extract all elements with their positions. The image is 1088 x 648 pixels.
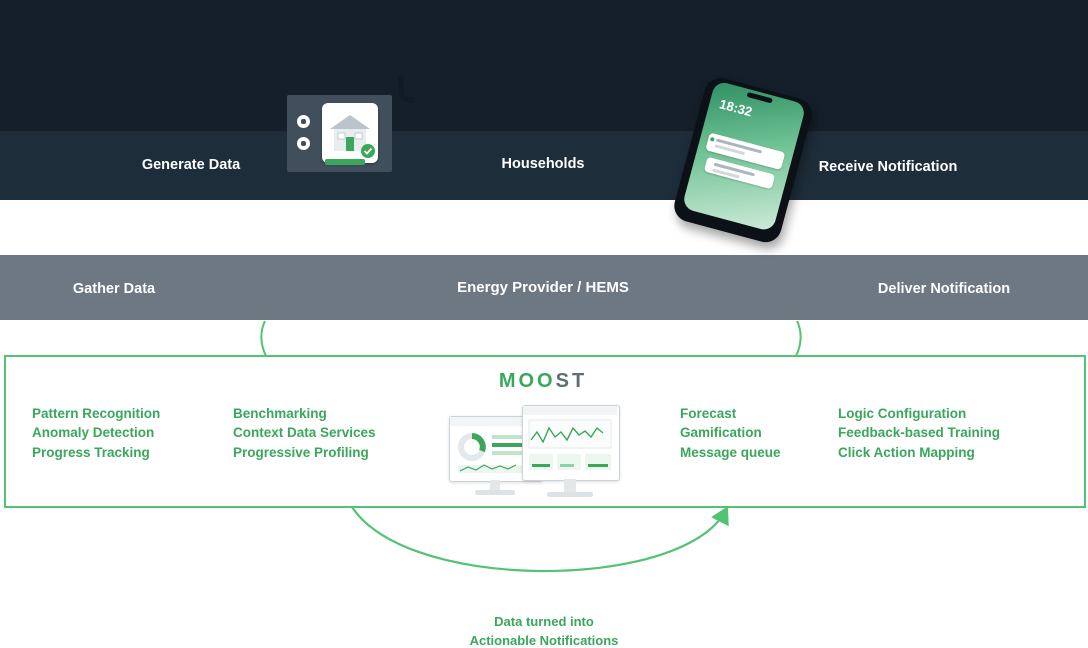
platform-box [4,355,1086,508]
right-connector-line [795,321,802,357]
phone-notch [746,91,773,104]
house-illustration-icon [330,115,375,158]
feature-column-1: Pattern Recognition Anomaly Detection Pr… [32,404,160,462]
households-band [0,131,1088,200]
deliver-notification-label: Deliver Notification [877,281,1011,297]
loop-caption: Data turned into Actionable Notification… [0,612,1088,648]
feature-item: Forecast [680,406,737,421]
monitor-stand [547,492,593,497]
dashboard-monitor-right [522,405,620,481]
receive-notification-label: Receive Notification [818,159,958,175]
left-connector-line [260,321,267,357]
feature-column-3: Forecast Gamification Message queue [680,404,781,462]
phone-screen: 18:32 [681,80,807,233]
feature-item: Progress Tracking [32,444,150,460]
feature-item: Anomaly Detection [32,425,155,441]
device-dot-icon [297,115,310,128]
feature-item: Gamification [680,425,762,441]
logo-letter: O [537,370,556,392]
monitor-stand [564,479,576,492]
feedback-loop-arrow [347,499,729,573]
top-background [0,0,1088,131]
logo-letter: T [571,370,588,392]
notification-dot-icon [709,136,715,142]
house-card-icon [322,103,378,163]
feature-item: Benchmarking [233,406,327,421]
feature-item: Logic Configuration [838,406,967,421]
feature-item: Message queue [680,444,781,460]
dashboard-chart-donut [450,417,540,473]
cursor-icon [398,76,416,103]
feature-item: Click Action Mapping [838,444,975,460]
logo-letter: S [555,370,572,392]
households-label: Households [501,156,585,172]
feature-column-4: Logic Configuration Feedback-based Train… [838,404,1000,462]
feature-item: Feedback-based Training [838,425,1001,441]
loop-caption-line1: Data turned into [494,614,594,629]
moost-logo: MOOST [499,370,587,393]
dashboard-chart-line [523,406,617,470]
logo-letter: M [498,370,519,392]
feature-column-2: Benchmarking Context Data Services Progr… [233,404,376,462]
monitor-stand [475,490,515,495]
feature-item: Progressive Profiling [233,444,369,460]
energy-provider-label: Energy Provider / HEMS [457,279,629,296]
phone-time: 18:32 [717,96,754,120]
house-green-bar [325,159,365,165]
provider-band [0,255,1088,320]
smart-home-icon [287,95,392,172]
feature-item: Context Data Services [233,425,376,441]
loop-caption-line2: Actionable Notifications [469,633,619,648]
device-dot-icon [297,137,310,150]
monitor-stand [490,480,500,490]
generate-data-label: Generate Data [141,157,241,173]
logo-letter: O [518,370,538,392]
feature-item: Pattern Recognition [32,406,161,421]
gather-data-label: Gather Data [72,281,156,297]
